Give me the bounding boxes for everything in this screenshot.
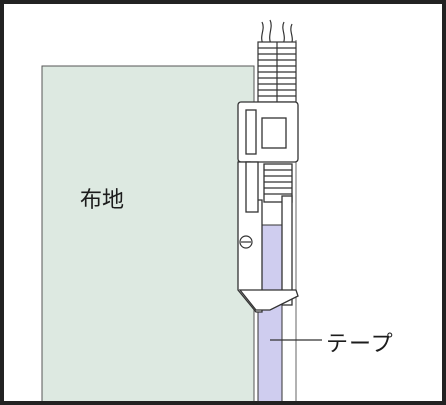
- fabric-panel: [41, 65, 255, 405]
- screw-icon: [239, 235, 253, 249]
- fabric-label: 布地: [80, 188, 125, 213]
- tape-label: テープ: [326, 332, 394, 357]
- upper-spring: [257, 41, 297, 103]
